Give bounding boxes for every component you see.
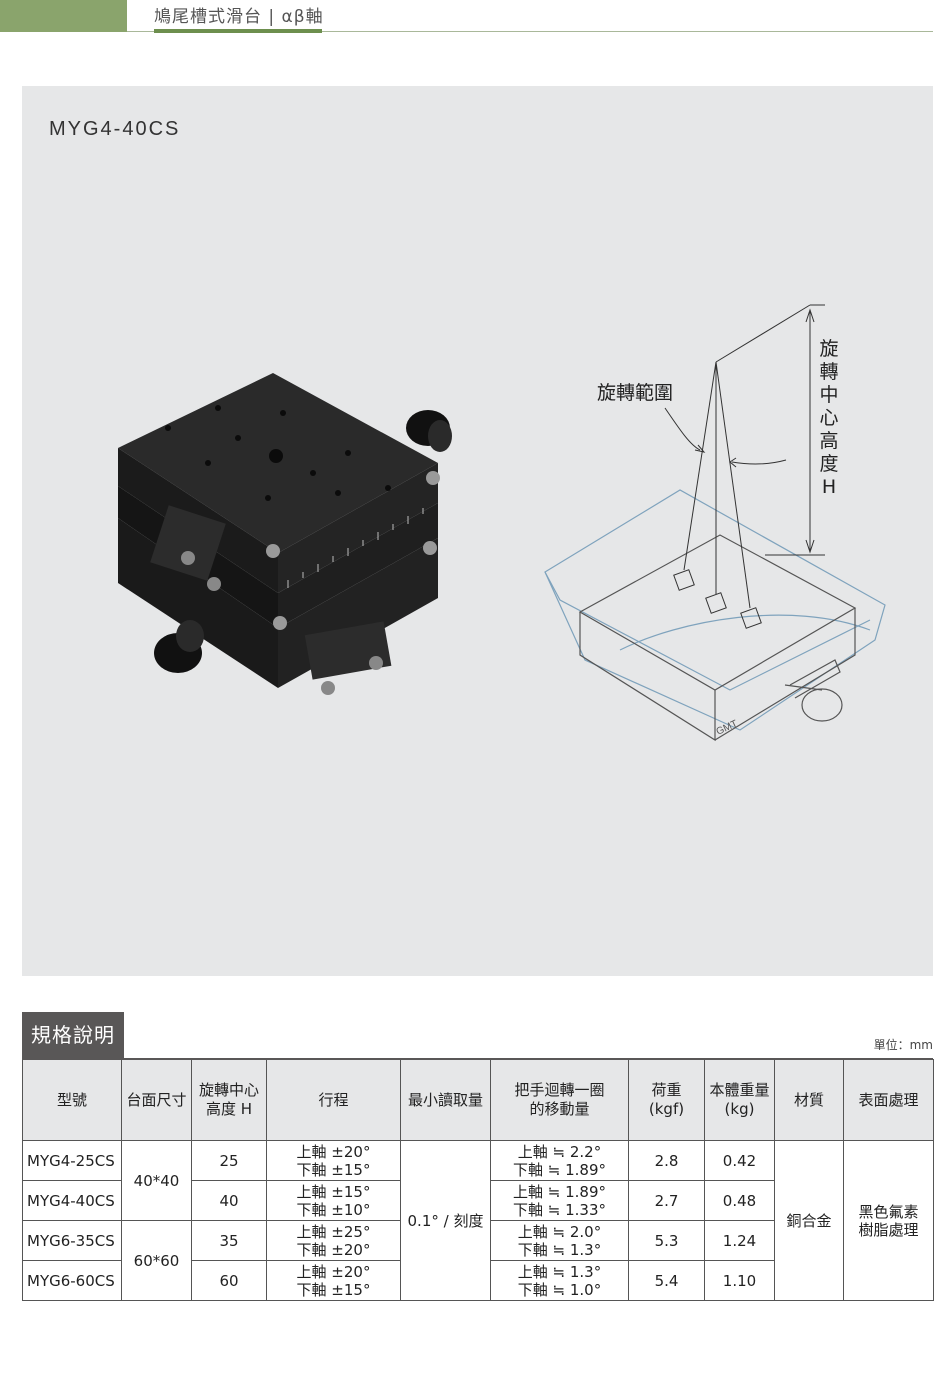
col-header-handle: 把手迴轉一圈的移動量	[490, 1059, 629, 1141]
cell-model: MYG4-40CS	[22, 1180, 122, 1221]
cell-load: 5.4	[628, 1260, 705, 1301]
cell-load: 5.3	[628, 1220, 705, 1261]
cell-travel: 上軸 ±15°下軸 ±10°	[266, 1180, 401, 1221]
top-header: 鳩尾槽式滑台 | αβ軸	[0, 0, 950, 34]
cell-surface: 黑色氟素樹脂處理	[843, 1140, 934, 1301]
rotation-height-label: 旋轉中心高度H	[819, 338, 839, 498]
cell-weight: 1.24	[704, 1220, 775, 1261]
col-header-material: 材質	[774, 1059, 844, 1141]
cell-load: 2.8	[628, 1140, 705, 1181]
cell-travel: 上軸 ±25°下軸 ±20°	[266, 1220, 401, 1261]
cell-height: 35	[191, 1220, 267, 1261]
cell-table-size: 40*40	[121, 1140, 192, 1221]
cell-model: MYG4-25CS	[22, 1140, 122, 1181]
cell-load: 2.7	[628, 1180, 705, 1221]
product-photo	[118, 373, 452, 695]
spec-table: 型號 台面尺寸 旋轉中心高度 H 行程 最小讀取量 把手迴轉一圈的移動量 荷重(…	[22, 1059, 934, 1301]
col-header-load: 荷重(kgf)	[628, 1059, 705, 1141]
header-accent-block	[0, 0, 127, 32]
col-header-weight: 本體重量(kg)	[704, 1059, 775, 1141]
col-header-surface: 表面處理	[843, 1059, 934, 1141]
col-header-travel: 行程	[266, 1059, 401, 1141]
cell-model: MYG6-35CS	[22, 1220, 122, 1261]
cell-handle: 上軸 ≒ 1.3°下軸 ≒ 1.0°	[490, 1260, 629, 1301]
cell-handle: 上軸 ≒ 1.89°下軸 ≒ 1.33°	[490, 1180, 629, 1221]
header-rule	[127, 31, 933, 32]
rotation-diagram: GMT	[544, 304, 886, 742]
rotation-range-label: 旋轉範圍	[597, 382, 674, 404]
spec-rule	[22, 1058, 933, 1060]
cell-handle: 上軸 ≒ 2.2°下軸 ≒ 1.89°	[490, 1140, 629, 1181]
cell-handle: 上軸 ≒ 2.0°下軸 ≒ 1.3°	[490, 1220, 629, 1261]
cell-travel: 上軸 ±20°下軸 ±15°	[266, 1140, 401, 1181]
cell-height: 40	[191, 1180, 267, 1221]
cell-model: MYG6-60CS	[22, 1260, 122, 1301]
cell-material: 銅合金	[774, 1140, 844, 1301]
cell-table-size: 60*60	[121, 1220, 192, 1301]
col-header-table-size: 台面尺寸	[121, 1059, 192, 1141]
table-row: MYG6-35CS 60*60 35 上軸 ±25°下軸 ±20° 上軸 ≒ 2…	[22, 1220, 934, 1301]
section-title-underline	[154, 29, 322, 33]
cell-height: 25	[191, 1140, 267, 1181]
col-header-min-reading: 最小讀取量	[400, 1059, 491, 1141]
cell-weight: 0.48	[704, 1180, 775, 1221]
cell-weight: 0.42	[704, 1140, 775, 1181]
section-title: 鳩尾槽式滑台 | αβ軸	[154, 7, 324, 27]
diagram-logo: GMT	[715, 718, 740, 737]
spec-header-row: 型號 台面尺寸 旋轉中心高度 H 行程 最小讀取量 把手迴轉一圈的移動量 荷重(…	[22, 1059, 934, 1141]
table-row: MYG6-60CS 60 上軸 ±20°下軸 ±15° 上軸 ≒ 1.3°下軸 …	[22, 1260, 934, 1301]
col-header-height: 旋轉中心高度 H	[191, 1059, 267, 1141]
cell-height: 60	[191, 1260, 267, 1301]
table-row: MYG4-25CS 40*40 25 上軸 ±20°下軸 ±15° 0.1° /…	[22, 1140, 934, 1301]
cell-weight: 1.10	[704, 1260, 775, 1301]
spec-tab: 規格說明	[22, 1012, 124, 1058]
col-header-model: 型號	[22, 1059, 122, 1141]
cell-min-reading: 0.1° / 刻度	[400, 1140, 491, 1301]
unit-label: 單位：mm	[873, 1038, 933, 1052]
model-title: MYG4-40CS	[49, 118, 181, 140]
cell-travel: 上軸 ±20°下軸 ±15°	[266, 1260, 401, 1301]
